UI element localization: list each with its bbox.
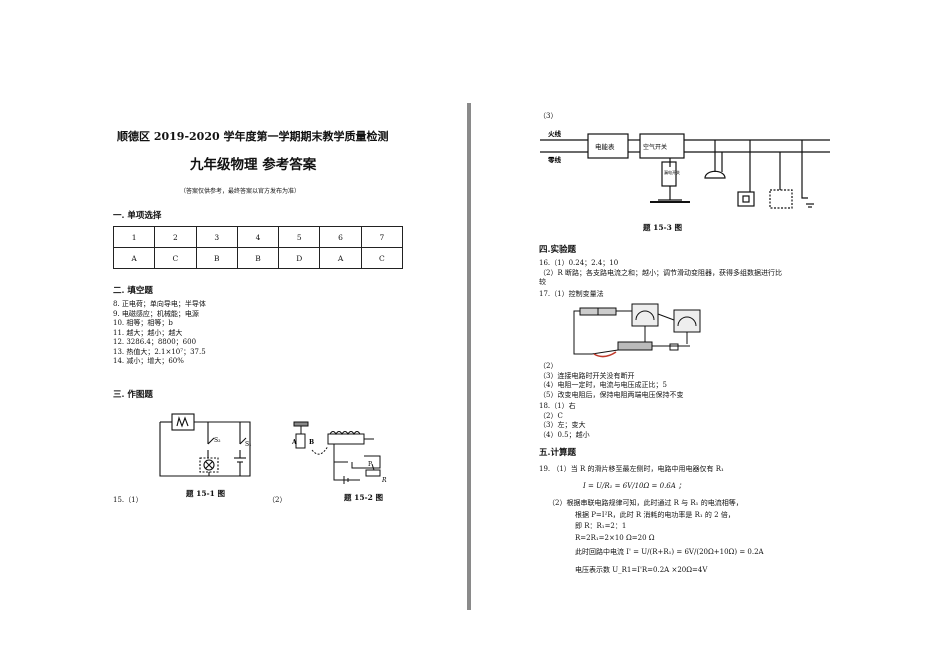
fill-in-answers: 8. 正电荷；单向导电；半导体 9. 电磁感应；机械能；电源 10. 相等；相等…	[113, 300, 206, 367]
switch-label-s2: S₂	[214, 437, 221, 444]
list-item: （2）R 断路；各支路电流之和；越小；调节滑动变阻器，获得多组数据进行比	[539, 268, 782, 277]
table-cell: 4	[236, 226, 280, 248]
table-cell: C	[360, 247, 404, 269]
table-cell: B	[236, 247, 280, 269]
question-15-2-label: （2）	[268, 496, 287, 504]
question-15-3-label: （3）	[539, 112, 558, 120]
section-heading-calculation: 五.计算题	[539, 448, 576, 458]
list-item: （2）C	[539, 411, 563, 420]
table-cell: D	[278, 247, 321, 269]
label-p: P	[368, 461, 372, 468]
table-row-answers: A C B B D A C	[112, 247, 404, 269]
q19-2-answers: （2）根据串联电路规律可知，此时通过 R 与 R₁ 的电流相等， 根据 P=I²…	[548, 499, 764, 575]
right-page: （3）	[468, 0, 935, 661]
list-item: 14. 减小；增大；60%	[113, 357, 184, 365]
list-item: 根据 P=I²R，此时 R 消耗的电功率是 R₁ 的 2 倍，	[575, 510, 735, 519]
label-r: R	[381, 477, 387, 484]
label-live-wire: 火线	[548, 129, 562, 138]
list-item: 9. 电磁感应；机械能；电源	[113, 309, 199, 318]
section-heading-drawing: 三. 作图题	[113, 390, 153, 400]
label-b: B	[309, 439, 314, 446]
left-page: 顺德区 2019-2020 学年度第一学期期末教学质量检测 九年级物理 参考答案…	[0, 0, 467, 661]
experiment-circuit-diagram	[573, 303, 701, 358]
list-item: （4）0.5；越小	[539, 430, 590, 439]
list-item: R=2R₁=2×10 Ω=20 Ω	[575, 533, 655, 542]
figure-caption-15-3: 题 15-3 图	[643, 223, 682, 232]
answer-table: 1 2 3 4 5 6 7 A C B B D A C	[112, 226, 404, 269]
list-item: （3）连接电路时开关没有断开	[539, 371, 635, 380]
label-leakage-switch: 漏电开关	[664, 169, 680, 175]
switch-label-s1: S₁	[245, 441, 252, 448]
household-wiring-diagram-15-3: 火线 零线 电能表 空气开关 漏电开关	[540, 129, 830, 209]
section-heading-fill-in: 二. 填空题	[113, 286, 153, 296]
list-item: 8. 正电荷；单向导电；半导体	[113, 300, 206, 308]
q16-answers: 16.（1）0.24；2.4；10 （2）R 断路；各支路电流之和；越小；调节滑…	[539, 259, 782, 288]
table-cell: 3	[195, 226, 238, 248]
list-item: （4）电阻一定时，电流与电压成正比；5	[539, 381, 667, 389]
list-item: 11. 越大；越小；越大	[113, 328, 183, 337]
table-cell: 6	[319, 226, 362, 248]
page-divider	[467, 103, 471, 610]
table-cell: 7	[360, 226, 404, 248]
question-15-1-label: 15.（1）	[113, 496, 143, 504]
list-item: 此时回路中电流 I' = U/(R+R₁) = 6V/(20Ω+10Ω) = 0…	[575, 548, 764, 556]
section-heading-experiment: 四.实验题	[539, 245, 576, 255]
table-row-numbers: 1 2 3 4 5 6 7	[112, 226, 404, 248]
figure-caption-15-2: 题 15-2 图	[344, 493, 383, 502]
list-item: （2）	[539, 362, 558, 370]
list-item: 18.（1）右	[539, 402, 576, 410]
list-item: 12. 3286.4；8800；600	[113, 338, 197, 346]
list-item: 即 R：R₁=2：1	[575, 522, 627, 530]
list-item: 16.（1）0.24；2.4；10	[539, 259, 619, 267]
list-item: 13. 热值大；2.1×10⁷；37.5	[113, 347, 206, 356]
table-cell: A	[319, 247, 362, 269]
label-neutral-wire: 零线	[547, 155, 562, 164]
table-cell: 5	[278, 226, 321, 248]
table-cell: A	[112, 247, 156, 269]
section-heading-single-choice: 一. 单项选择	[113, 211, 162, 221]
list-item: （3）左；变大	[539, 421, 586, 429]
list-item: （2）根据串联电路规律可知，此时通过 R 与 R₁ 的电流相等，	[548, 499, 743, 507]
electromagnet-diagram-15-2: A B P R	[291, 421, 387, 484]
figure-caption-15-1: 题 15-1 图	[186, 489, 225, 498]
list-item: 电压表示数 U_R1=I'R=0.2A ×20Ω=4V	[575, 565, 708, 574]
q18-answers: 18.（1）右 （2）C （3）左；变大 （4）0.5；越小	[539, 402, 590, 440]
list-item: 较	[539, 278, 546, 286]
q19-1-answer: 19. （1）当 R 的滑片移至最左侧时，电路中用电器仅有 R₁	[539, 465, 724, 473]
q17-answers: （2） （3）连接电路时开关没有断开 （4）电阻一定时，电流与电压成正比；5 （…	[539, 362, 683, 400]
list-item: （5）改变电阻后，保持电阻两端电压保持不变	[539, 390, 684, 399]
document-title: 顺德区 2019-2020 学年度第一学期期末教学质量检测	[117, 130, 389, 143]
table-cell: 2	[154, 226, 197, 248]
red-wire	[593, 351, 617, 358]
disclaimer-note: （答案仅供参考，最终答案以官方发布为准）	[180, 188, 301, 195]
q17-1-answer: 17.（1）控制变量法	[539, 290, 604, 298]
table-cell: B	[195, 247, 238, 269]
label-energy-meter: 电能表	[595, 142, 615, 151]
list-item: 10. 相等；相等；b	[113, 319, 173, 327]
table-cell: 1	[112, 226, 156, 248]
circuit-diagram-15-1: S₂ S₁	[159, 413, 252, 477]
table-cell: C	[154, 247, 197, 269]
q19-formula-1: I = U/R₁ = 6V/10Ω = 0.6A ；	[583, 482, 686, 490]
document-subtitle: 九年级物理 参考答案	[190, 157, 317, 173]
label-a: A	[291, 439, 297, 446]
label-air-switch: 空气开关	[643, 143, 667, 151]
